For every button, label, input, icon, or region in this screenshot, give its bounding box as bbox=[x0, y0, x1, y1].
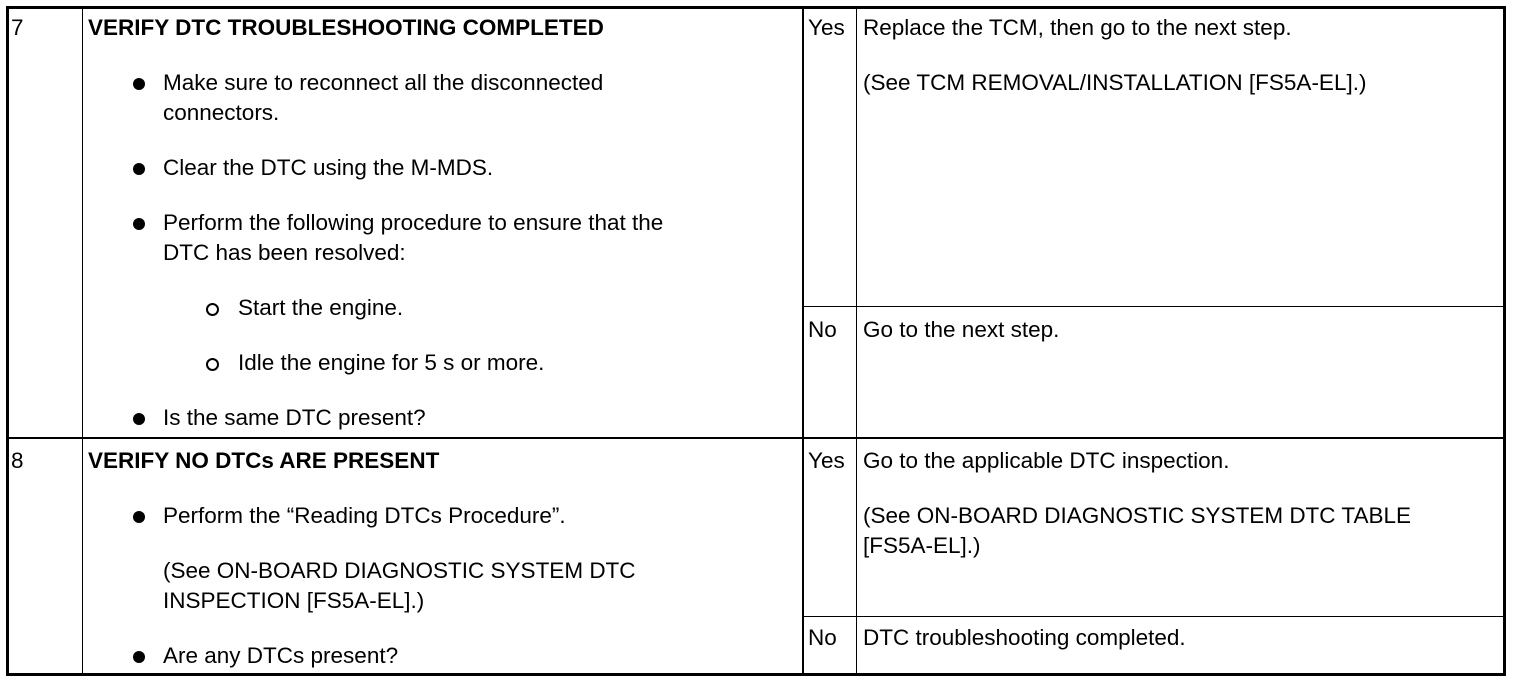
outcome-text: Replace the TCM, then go to the next ste… bbox=[863, 15, 1292, 40]
step-item-reference: (See ON-BOARD DIAGNOSTIC SYSTEM DTC bbox=[163, 558, 636, 583]
step-item-text: Clear the DTC using the M-MDS. bbox=[163, 155, 494, 180]
outcome-text: Go to the next step. bbox=[863, 317, 1060, 342]
step-item-text: Is the same DTC present? bbox=[163, 405, 426, 430]
step-item-text: Perform the “Reading DTCs Procedure”. bbox=[163, 503, 566, 528]
bullet-icon bbox=[133, 413, 145, 425]
answer-yes: Yes bbox=[808, 448, 845, 473]
step-title: VERIFY DTC TROUBLESHOOTING COMPLETED bbox=[88, 15, 604, 40]
row-divider-step7-outcome bbox=[803, 306, 1506, 307]
bullet-icon bbox=[133, 511, 145, 523]
outcome-reference: (See ON-BOARD DIAGNOSTIC SYSTEM DTC TABL… bbox=[863, 503, 1412, 528]
step-item-text: connectors. bbox=[163, 100, 280, 125]
answer-yes: Yes bbox=[808, 15, 845, 40]
column-divider-number bbox=[82, 6, 83, 676]
column-divider-action bbox=[802, 6, 804, 676]
sub-bullet-icon bbox=[206, 303, 219, 316]
step-number: 8 bbox=[11, 448, 24, 473]
step-item-text: Are any DTCs present? bbox=[163, 643, 399, 668]
row-divider-step bbox=[6, 437, 1506, 439]
troubleshooting-table bbox=[6, 6, 1506, 676]
outcome-reference: [FS5A-EL].) bbox=[863, 533, 981, 558]
sub-bullet-icon bbox=[206, 358, 219, 371]
bullet-icon bbox=[133, 651, 145, 663]
row-divider-step8-outcome bbox=[803, 616, 1506, 617]
step-title: VERIFY NO DTCs ARE PRESENT bbox=[88, 448, 440, 473]
step-item-text: Perform the following procedure to ensur… bbox=[163, 210, 664, 235]
answer-no: No bbox=[808, 317, 837, 342]
step-subitem-text: Idle the engine for 5 s or more. bbox=[238, 350, 545, 375]
answer-no: No bbox=[808, 625, 837, 650]
outcome-text: DTC troubleshooting completed. bbox=[863, 625, 1186, 650]
bullet-icon bbox=[133, 163, 145, 175]
step-subitem-text: Start the engine. bbox=[238, 295, 404, 320]
bullet-icon bbox=[133, 78, 145, 90]
column-divider-answer bbox=[856, 6, 857, 676]
step-item-text: DTC has been resolved: bbox=[163, 240, 406, 265]
step-item-text: Make sure to reconnect all the disconnec… bbox=[163, 70, 604, 95]
outcome-reference: (See TCM REMOVAL/INSTALLATION [FS5A-EL].… bbox=[863, 70, 1367, 95]
outcome-text: Go to the applicable DTC inspection. bbox=[863, 448, 1230, 473]
bullet-icon bbox=[133, 218, 145, 230]
step-number: 7 bbox=[11, 15, 24, 40]
step-item-reference: INSPECTION [FS5A-EL].) bbox=[163, 588, 425, 613]
